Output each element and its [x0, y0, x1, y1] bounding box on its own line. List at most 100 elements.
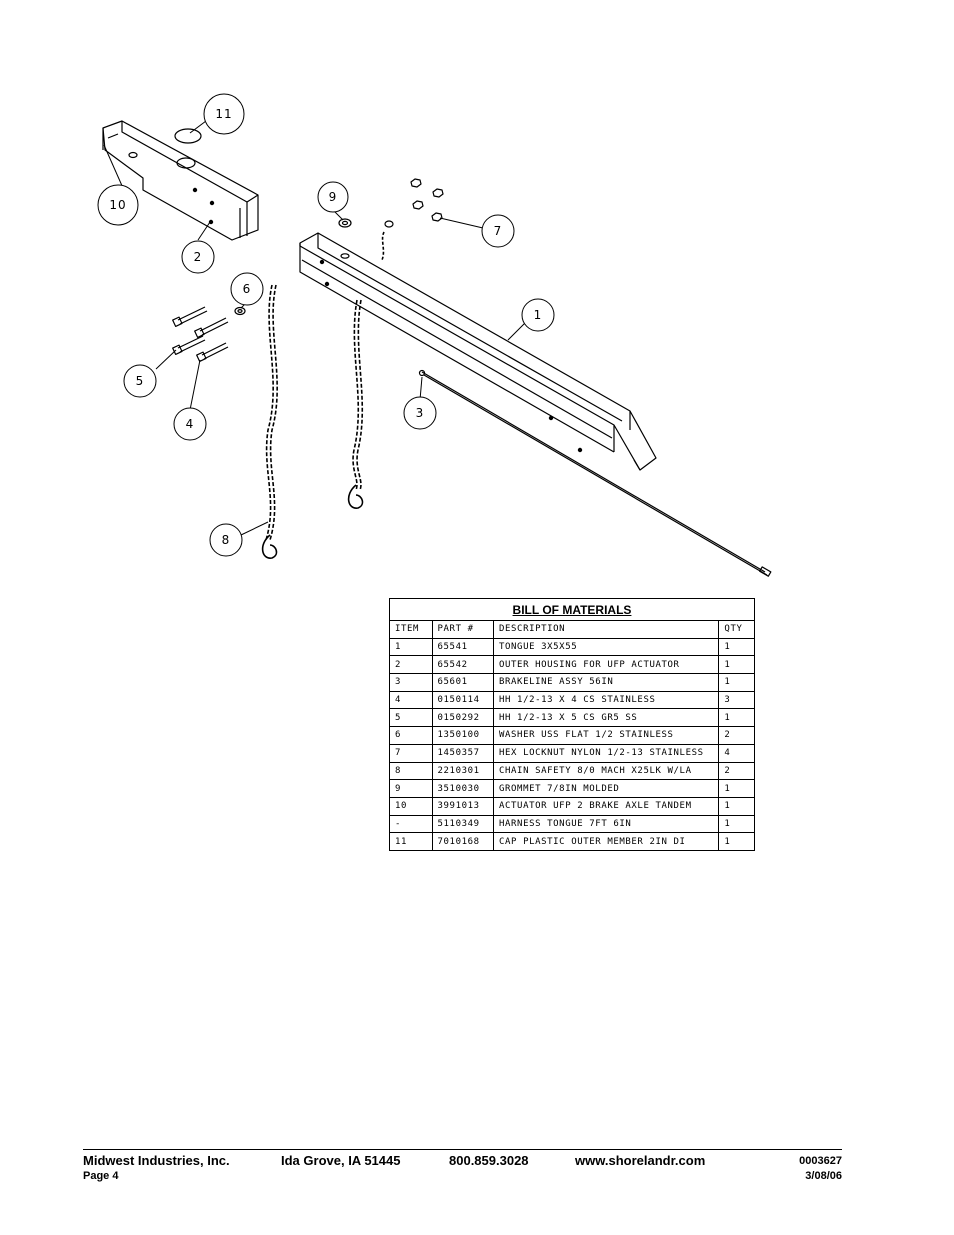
bom-cell-qty: 1	[718, 779, 755, 798]
bom-cell-qty: 1	[718, 796, 755, 816]
callout-7	[481, 214, 515, 248]
bom-cell-item: 11	[389, 832, 433, 851]
grommet-part	[338, 218, 352, 228]
bom-cell-qty: 2	[718, 761, 755, 781]
callout-10	[97, 184, 139, 226]
bom-cell-part: 1450357	[431, 743, 495, 763]
callout-label: 11	[215, 107, 232, 121]
bom-cell-description: WASHER USS FLAT 1/2 STAINLESS	[492, 726, 720, 745]
callout-label: 6	[243, 282, 252, 296]
callout-label: 10	[109, 198, 126, 212]
bom-cell-part: 5110349	[431, 814, 495, 834]
bom-header-description: DESCRIPTION	[492, 620, 720, 639]
callout-label: 9	[329, 190, 338, 204]
bom-cell-description: HARNESS TONGUE 7FT 6IN	[492, 814, 720, 834]
bom-cell-part: 65542	[431, 655, 495, 675]
bom-cell-part: 3510030	[431, 779, 495, 798]
bom-cell-description: OUTER HOUSING FOR UFP ACTUATOR	[492, 655, 720, 675]
callout-8	[209, 523, 243, 557]
bom-cell-part: 65541	[431, 637, 495, 657]
bom-cell-description: CHAIN SAFETY 8/0 MACH X25LK W/LA	[492, 761, 720, 781]
callout-leaders	[103, 120, 528, 536]
bom-cell-qty: 1	[718, 832, 755, 851]
callout-9	[317, 181, 349, 213]
callout-label: 4	[186, 417, 195, 431]
bom-cell-qty: 1	[718, 673, 755, 692]
bom-cell-description: HH 1/2-13 X 5 CS GR5 SS	[492, 708, 720, 728]
footer-doc-number: 0003627	[799, 1155, 842, 1167]
bom-cell-item: 2	[389, 655, 433, 675]
bom-cell-item: 5	[389, 708, 433, 728]
callout-3	[403, 396, 437, 430]
footer-phone: 800.859.3028	[449, 1153, 529, 1168]
callout-5	[123, 364, 157, 398]
callout-1	[521, 298, 555, 332]
washer-part	[384, 220, 394, 228]
footer-website: www.shorelandr.com	[575, 1153, 706, 1168]
bolts-part	[172, 306, 229, 363]
callout-6	[230, 272, 264, 306]
callout-label: 2	[194, 250, 203, 264]
safety-chains-part	[261, 231, 385, 559]
footer-page: Page 4	[83, 1170, 119, 1182]
brake-line-part	[418, 369, 772, 577]
bom-cell-qty: 1	[718, 655, 755, 675]
bom-header-item: ITEM	[389, 620, 433, 639]
bom-cell-description: HH 1/2-13 X 4 CS STAINLESS	[492, 690, 720, 710]
bom-header-row: ITEM PART # DESCRIPTION QTY	[389, 620, 755, 639]
bom-cell-item: 6	[389, 726, 433, 745]
footer-divider	[83, 1149, 842, 1150]
bom-cell-part: 65601	[431, 673, 495, 692]
bom-cell-item: 3	[389, 673, 433, 692]
callout-label: 5	[136, 374, 145, 388]
bom-cell-part: 1350100	[431, 726, 495, 745]
bom-cell-part: 7010168	[431, 832, 495, 851]
callout-label: 1	[534, 308, 543, 322]
bom-title: BILL OF MATERIALS	[389, 598, 755, 621]
callout-label: 3	[416, 406, 425, 420]
bom-cell-description: CAP PLASTIC OUTER MEMBER 2IN DI	[492, 832, 720, 851]
footer-date: 3/08/06	[805, 1170, 842, 1182]
bom-cell-description: ACTUATOR UFP 2 BRAKE AXLE TANDEM	[492, 796, 720, 816]
bom-cell-item: 1	[389, 637, 433, 657]
bom-cell-item: 7	[389, 743, 433, 763]
bom-cell-part: 3991013	[431, 796, 495, 816]
bom-header-qty: QTY	[718, 620, 755, 639]
bom-cell-part: 0150292	[431, 708, 495, 728]
callout-label: 7	[494, 224, 503, 238]
exploded-parts-diagram: 1 2 3 4 5 6 7 8 9 10 11	[97, 93, 772, 577]
bom-cell-part: 0150114	[431, 690, 495, 710]
callout-2	[181, 240, 215, 274]
footer-company: Midwest Industries, Inc.	[83, 1153, 230, 1168]
bom-cell-item: 10	[389, 796, 433, 816]
bom-cell-item: 8	[389, 761, 433, 781]
callout-11	[203, 93, 245, 135]
footer-location: Ida Grove, IA 51445	[281, 1153, 401, 1168]
bom-cell-qty: 1	[718, 814, 755, 834]
callout-4	[173, 407, 207, 441]
callout-bubbles	[97, 93, 555, 557]
bom-cell-description: GROMMET 7/8IN MOLDED	[492, 779, 720, 798]
bom-cell-qty: 4	[718, 743, 755, 763]
hex-locknuts-part	[410, 178, 444, 222]
bom-cell-qty: 1	[718, 637, 755, 657]
bom-header-part: PART #	[431, 620, 495, 639]
bom-cell-part: 2210301	[431, 761, 495, 781]
bom-cell-description: HEX LOCKNUT NYLON 1/2-13 STAINLESS	[492, 743, 720, 763]
bill-of-materials-table: BILL OF MATERIALS ITEM PART # DESCRIPTIO…	[389, 598, 755, 851]
bom-cell-description: BRAKELINE ASSY 56IN	[492, 673, 720, 692]
bom-cell-qty: 1	[718, 708, 755, 728]
bom-cell-qty: 2	[718, 726, 755, 745]
